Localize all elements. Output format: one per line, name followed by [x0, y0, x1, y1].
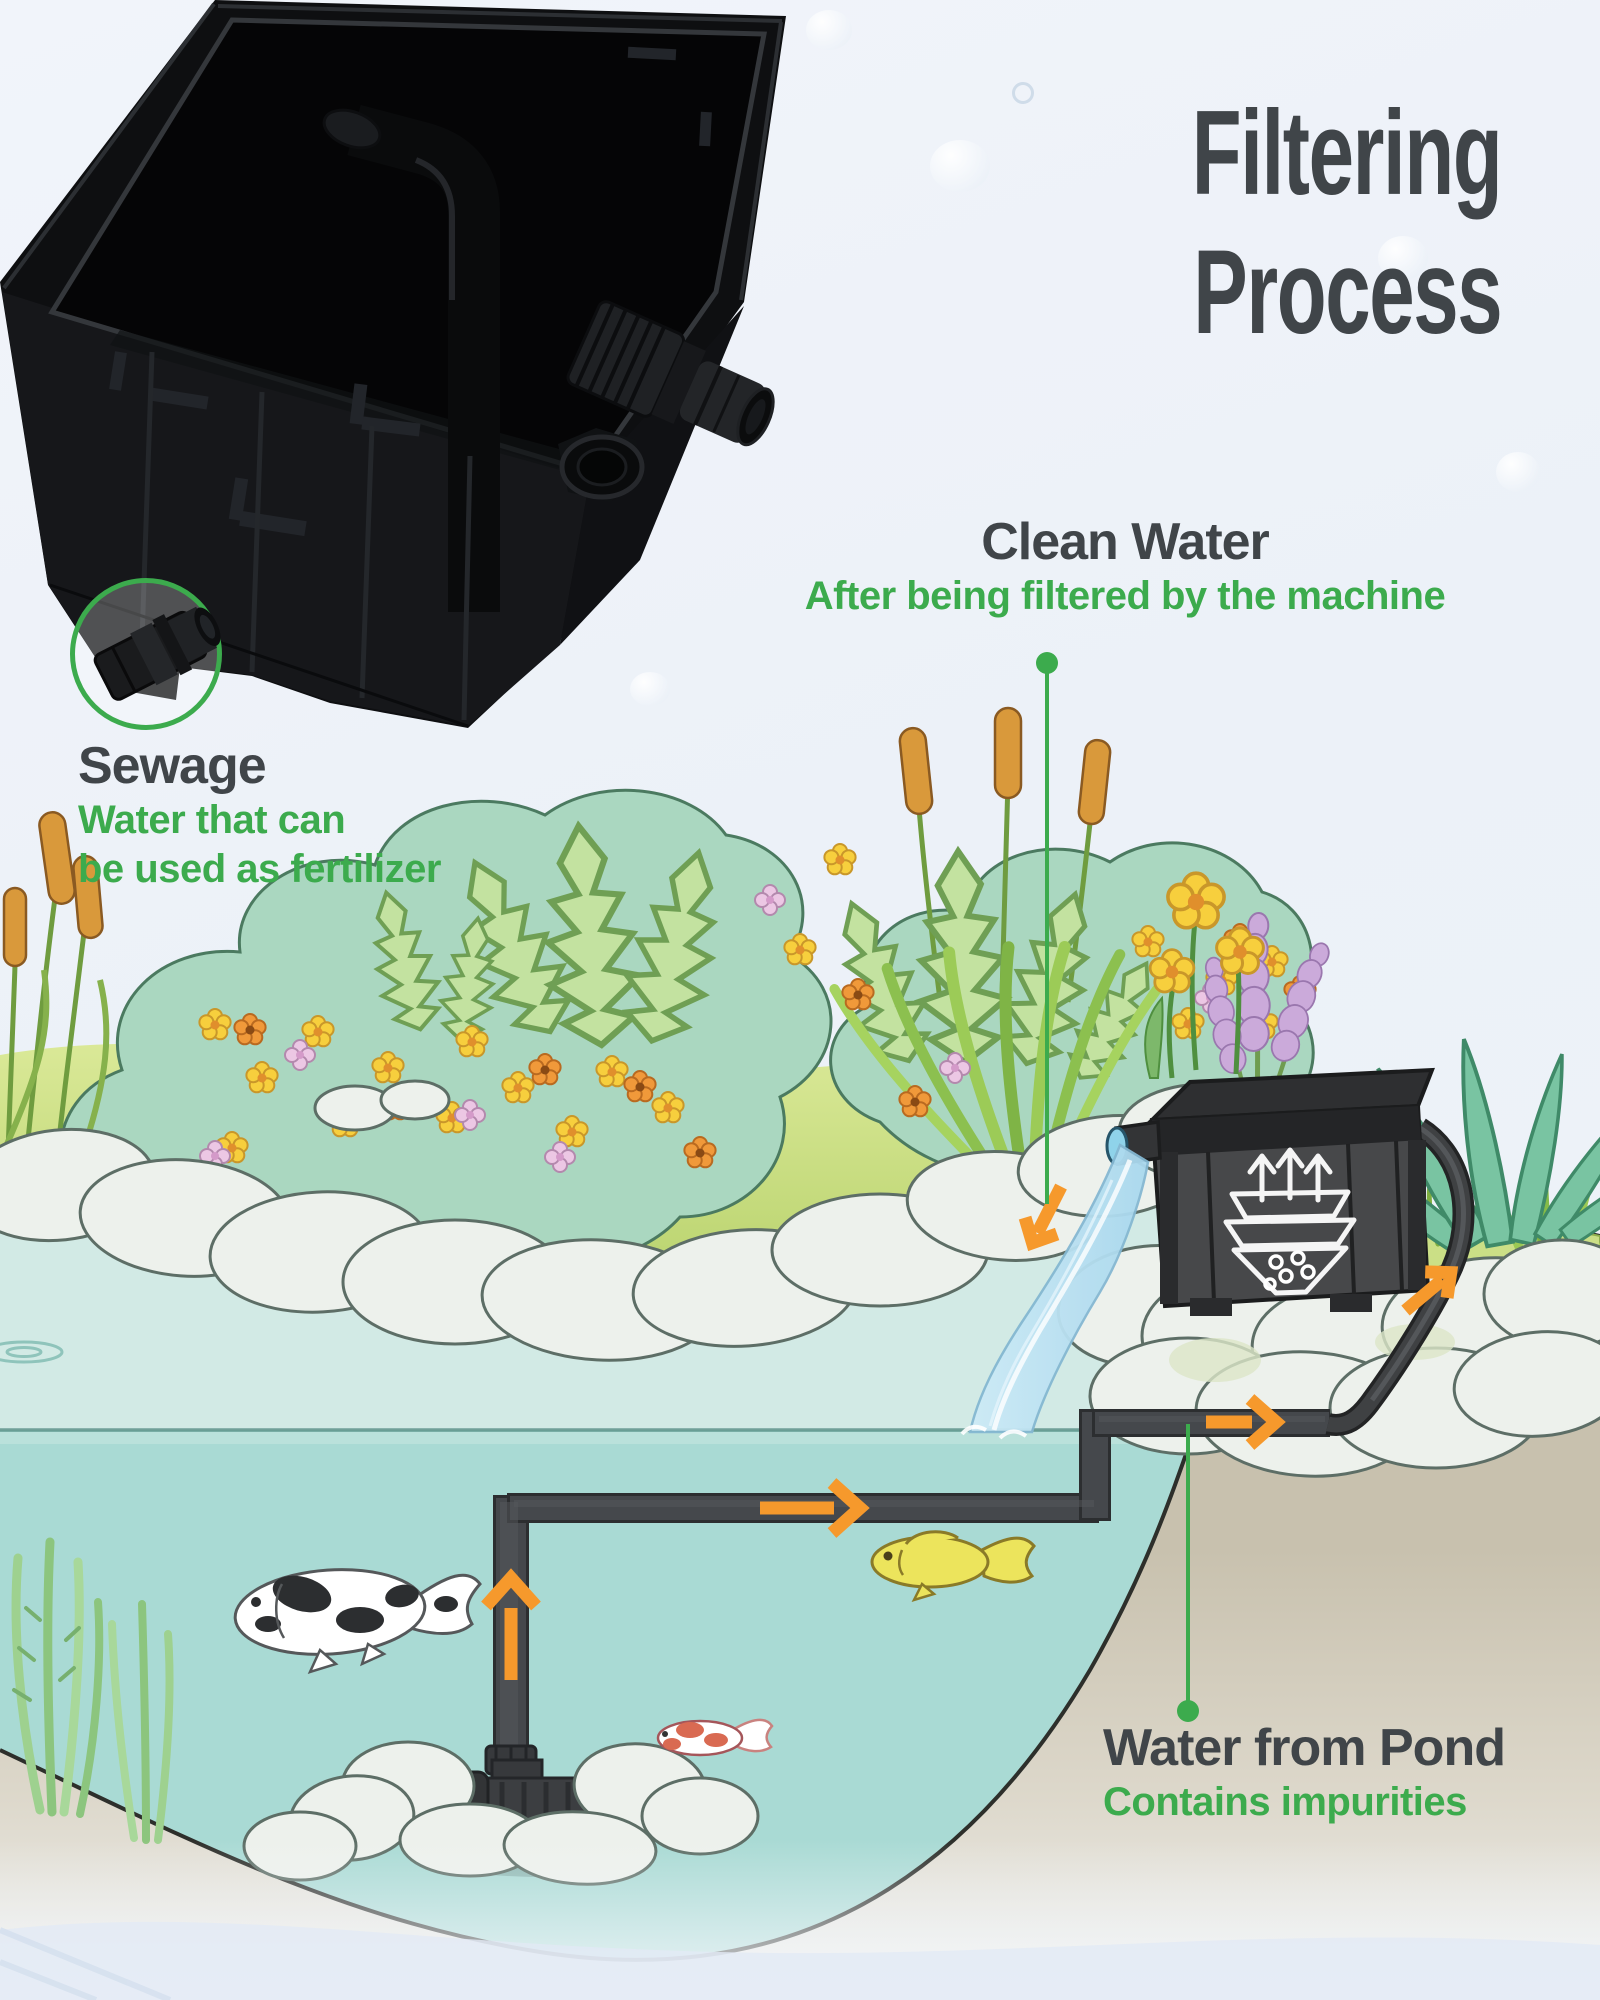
box-inner-tabs	[109, 46, 712, 537]
water-from-pond-subheading: Contains impurities	[1103, 1780, 1467, 1824]
water-ripple	[0, 1340, 64, 1364]
clean-water-connector-dot	[1036, 652, 1058, 674]
callout-clean-water: Clean Water After being filtered by the …	[760, 512, 1490, 621]
bottom-wash	[0, 1840, 1600, 2000]
droplet-icon	[1012, 82, 1034, 104]
underwater-plants	[11, 1537, 174, 1844]
flow-arrows	[481, 1183, 1459, 1680]
clean-water-heading: Clean Water	[981, 513, 1270, 571]
sewage-heading: Sewage	[78, 737, 267, 795]
callout-sewage: Sewage Water that can be used as fertili…	[78, 736, 441, 894]
koi-fish-small	[656, 1718, 774, 1757]
flow-arrow-waterfall	[1018, 1183, 1067, 1252]
daffodil-flowers	[1144, 871, 1265, 1079]
sewage-sub-line2: be used as fertilizer	[78, 846, 441, 891]
box-inlet-elbow-pipe	[322, 104, 500, 612]
flow-arrow-step	[1206, 1394, 1286, 1450]
filter-layers-icon	[1223, 1147, 1357, 1296]
sewage-sub-line1: Water that can	[78, 798, 346, 842]
flow-arrow-hose	[1401, 1265, 1459, 1316]
page-title: Filtering Process	[1191, 84, 1502, 362]
box-inner-port	[558, 428, 645, 502]
water-from-pond-heading: Water from Pond	[1103, 1719, 1506, 1777]
box-rim	[2, 2, 783, 301]
box-outlet-port	[566, 300, 775, 447]
clean-water-subheading: After being filtered by the machine	[804, 574, 1446, 618]
koi-fish-large	[233, 1568, 482, 1675]
filter-unit	[1105, 1067, 1435, 1316]
pond-illustration	[0, 706, 1600, 2000]
sewage-outlet-fitting	[93, 606, 221, 701]
pond-connector-line	[1186, 1424, 1190, 1706]
flow-arrow-up	[481, 1568, 541, 1680]
pond-connector-dot	[1177, 1700, 1199, 1722]
page-title-line2: Process	[1192, 225, 1502, 360]
droplet-icon	[1496, 452, 1540, 492]
waterfall-stream	[960, 1143, 1150, 1440]
droplet-icon	[930, 140, 990, 192]
flow-arrow-right	[760, 1478, 870, 1538]
goldfish	[870, 1530, 1036, 1603]
page-title-line1: Filtering	[1191, 86, 1502, 220]
box-hose-tail-fitting	[679, 361, 775, 447]
callout-water-from-pond: Water from Pond Contains impurities	[1103, 1718, 1506, 1827]
clean-water-connector-line	[1045, 672, 1049, 1204]
